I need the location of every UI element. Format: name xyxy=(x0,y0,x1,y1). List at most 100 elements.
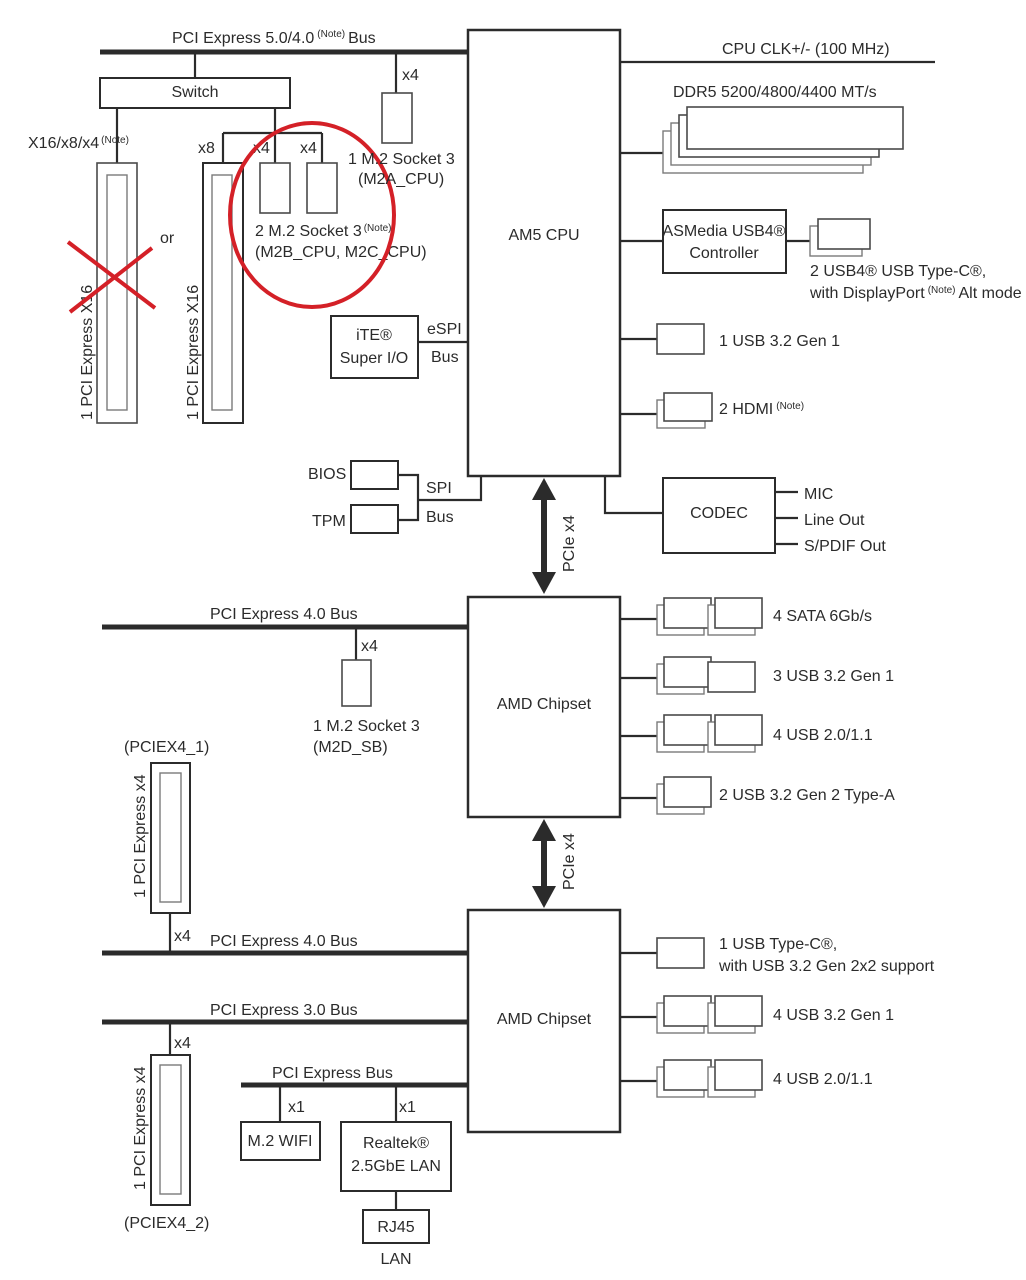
codec-box xyxy=(662,477,776,554)
chipset2-usb20-ports xyxy=(620,1059,763,1098)
chipset1-label: AMD Chipset xyxy=(497,696,592,713)
cross-out-line-1 xyxy=(66,240,157,310)
chipset1-usb32-label: 3 USB 3.2 Gen 1 xyxy=(773,668,894,685)
spi-link xyxy=(418,476,483,502)
wifi-label: M.2 WIFI xyxy=(248,1133,313,1150)
ddr-label: DDR5 5200/4800/4400 MT/s xyxy=(673,84,877,101)
tpm-chip xyxy=(350,504,399,534)
super-io-line1: iTE® xyxy=(356,327,392,344)
pcie-x16-slot-2-inner xyxy=(211,174,233,411)
usb32-port xyxy=(656,323,705,355)
usb4-controller-box xyxy=(662,209,787,274)
m2c-socket xyxy=(306,162,338,214)
usb20-ports xyxy=(620,714,763,753)
slot1-width-label: X16/x8/x4(Note) xyxy=(28,135,129,152)
chipset1-box xyxy=(466,595,622,819)
usb4-ctrl-line2: Controller xyxy=(689,245,759,262)
hdmi-label: 2 HDMI(Note) xyxy=(719,401,804,418)
codec-label: CODEC xyxy=(690,505,748,522)
hdmi-port-1 xyxy=(663,392,713,422)
pciex4-1-label: 1 PCI Express x4 xyxy=(132,774,149,898)
slot2-width-label: x8 xyxy=(198,140,215,157)
typec-label-line2: with USB 3.2 Gen 2x2 support xyxy=(718,958,935,975)
wifi-lane: x1 xyxy=(288,1099,305,1116)
codec-link xyxy=(603,476,663,515)
m2a-label-line1: 1 M.2 Socket 3 xyxy=(348,151,455,168)
lan-label: LAN xyxy=(380,1251,411,1268)
switch-label: Switch xyxy=(171,84,218,101)
pciex4-1-lane: x4 xyxy=(174,928,191,945)
espi-label-line1: eSPI xyxy=(427,321,462,338)
cpu-box xyxy=(466,28,622,478)
arrow-up-icon xyxy=(532,478,556,500)
usb32-gen1-ports xyxy=(620,656,756,695)
pciex4-1-name: (PCIEX4_1) xyxy=(124,739,209,756)
switch-box xyxy=(99,77,291,109)
spi-label-line1: SPI xyxy=(426,480,452,497)
sata-ports xyxy=(620,597,763,636)
sata-label: 4 SATA 6Gb/s xyxy=(773,608,872,625)
cpu-clk-label: CPU CLK+/- (100 MHz) xyxy=(722,41,890,58)
chipset2-usb20-label: 4 USB 2.0/1.1 xyxy=(773,1071,873,1088)
pcie-x16-slot-1-inner xyxy=(106,174,128,411)
cpu-chipset-link-label: PCIe x4 xyxy=(561,515,578,572)
wifi-box xyxy=(240,1121,321,1161)
cpu-label: AM5 CPU xyxy=(508,227,579,244)
spi-label-line2: Bus xyxy=(426,509,454,526)
usb32-label: 1 USB 3.2 Gen 1 xyxy=(719,333,840,350)
tpm-label: TPM xyxy=(312,513,346,530)
pciex4-2-label: 1 PCI Express x4 xyxy=(132,1066,149,1190)
slot2-label: 1 PCI Express X16 xyxy=(185,285,202,420)
arrow-down-icon-2 xyxy=(532,886,556,908)
or-label: or xyxy=(160,230,175,247)
chipset2-box xyxy=(466,908,622,1134)
chipset2-usb32-label: 4 USB 3.2 Gen 1 xyxy=(773,1007,894,1024)
audio-spdif-label: S/PDIF Out xyxy=(804,538,886,555)
super-io-box xyxy=(330,315,419,379)
usb4-port-1 xyxy=(817,218,871,250)
super-io-line2: Super I/O xyxy=(340,350,408,367)
pcie5-bus-label: PCI Express 5.0/4.0(Note)Bus xyxy=(172,29,376,47)
spi-bracket xyxy=(398,473,420,522)
bios-chip xyxy=(350,460,399,490)
m2a-label-line2: (M2A_CPU) xyxy=(358,171,444,188)
dimm-1 xyxy=(686,106,904,150)
m2a-socket xyxy=(381,92,413,144)
m2c-lane-label: x4 xyxy=(300,140,317,157)
m2d-label-line1: 1 M.2 Socket 3 xyxy=(313,718,420,735)
m2b-socket xyxy=(259,162,291,214)
circle-annotation xyxy=(228,121,396,309)
audio-mic-label: MIC xyxy=(804,486,833,503)
m2bc-label-line1: 2 M.2 Socket 3(Note) xyxy=(255,223,392,240)
espi-label-line2: Bus xyxy=(431,349,459,366)
m2d-lane-label: x4 xyxy=(361,638,378,655)
m2bc-label-line2: (M2B_CPU, M2C_CPU) xyxy=(255,244,427,261)
usb4-label-line1: 2 USB4® USB Type-C®, xyxy=(810,263,986,280)
slot1-label: 1 PCI Express X16 xyxy=(79,285,96,420)
arrow-down-icon xyxy=(532,572,556,594)
bios-label: BIOS xyxy=(308,466,346,483)
pcie-bus-label: PCI Express Bus xyxy=(272,1065,393,1082)
chipset2-bus40-label: PCI Express 4.0 Bus xyxy=(210,933,358,950)
m2d-socket xyxy=(341,659,372,707)
chipset2-bus30-label: PCI Express 3.0 Bus xyxy=(210,1002,358,1019)
rj45-box xyxy=(362,1209,430,1244)
m2a-lane-label: x4 xyxy=(402,67,419,84)
lan-controller-box xyxy=(340,1121,452,1192)
chipset-chipset-link-label: PCIe x4 xyxy=(561,833,578,890)
pciex4-2-slot-inner xyxy=(159,1064,182,1195)
chipset2-usb32-ports xyxy=(620,995,763,1034)
typec-label-line1: 1 USB Type-C®, xyxy=(719,936,837,953)
arrow-up-icon-2 xyxy=(532,819,556,841)
pciex4-1-slot-inner xyxy=(159,772,182,903)
rj45-label: RJ45 xyxy=(377,1219,414,1236)
m2d-label-line2: (M2D_SB) xyxy=(313,739,388,756)
usb32-gen2-typea-ports xyxy=(620,776,712,815)
chipset1-usb20-label: 4 USB 2.0/1.1 xyxy=(773,727,873,744)
cross-out-line-2 xyxy=(68,246,154,314)
lan-lane: x1 xyxy=(399,1099,416,1116)
usb4-ctrl-line1: ASMedia USB4® xyxy=(663,223,786,240)
chipset1-bus-label: PCI Express 4.0 Bus xyxy=(210,606,358,623)
typec-port xyxy=(656,937,705,969)
